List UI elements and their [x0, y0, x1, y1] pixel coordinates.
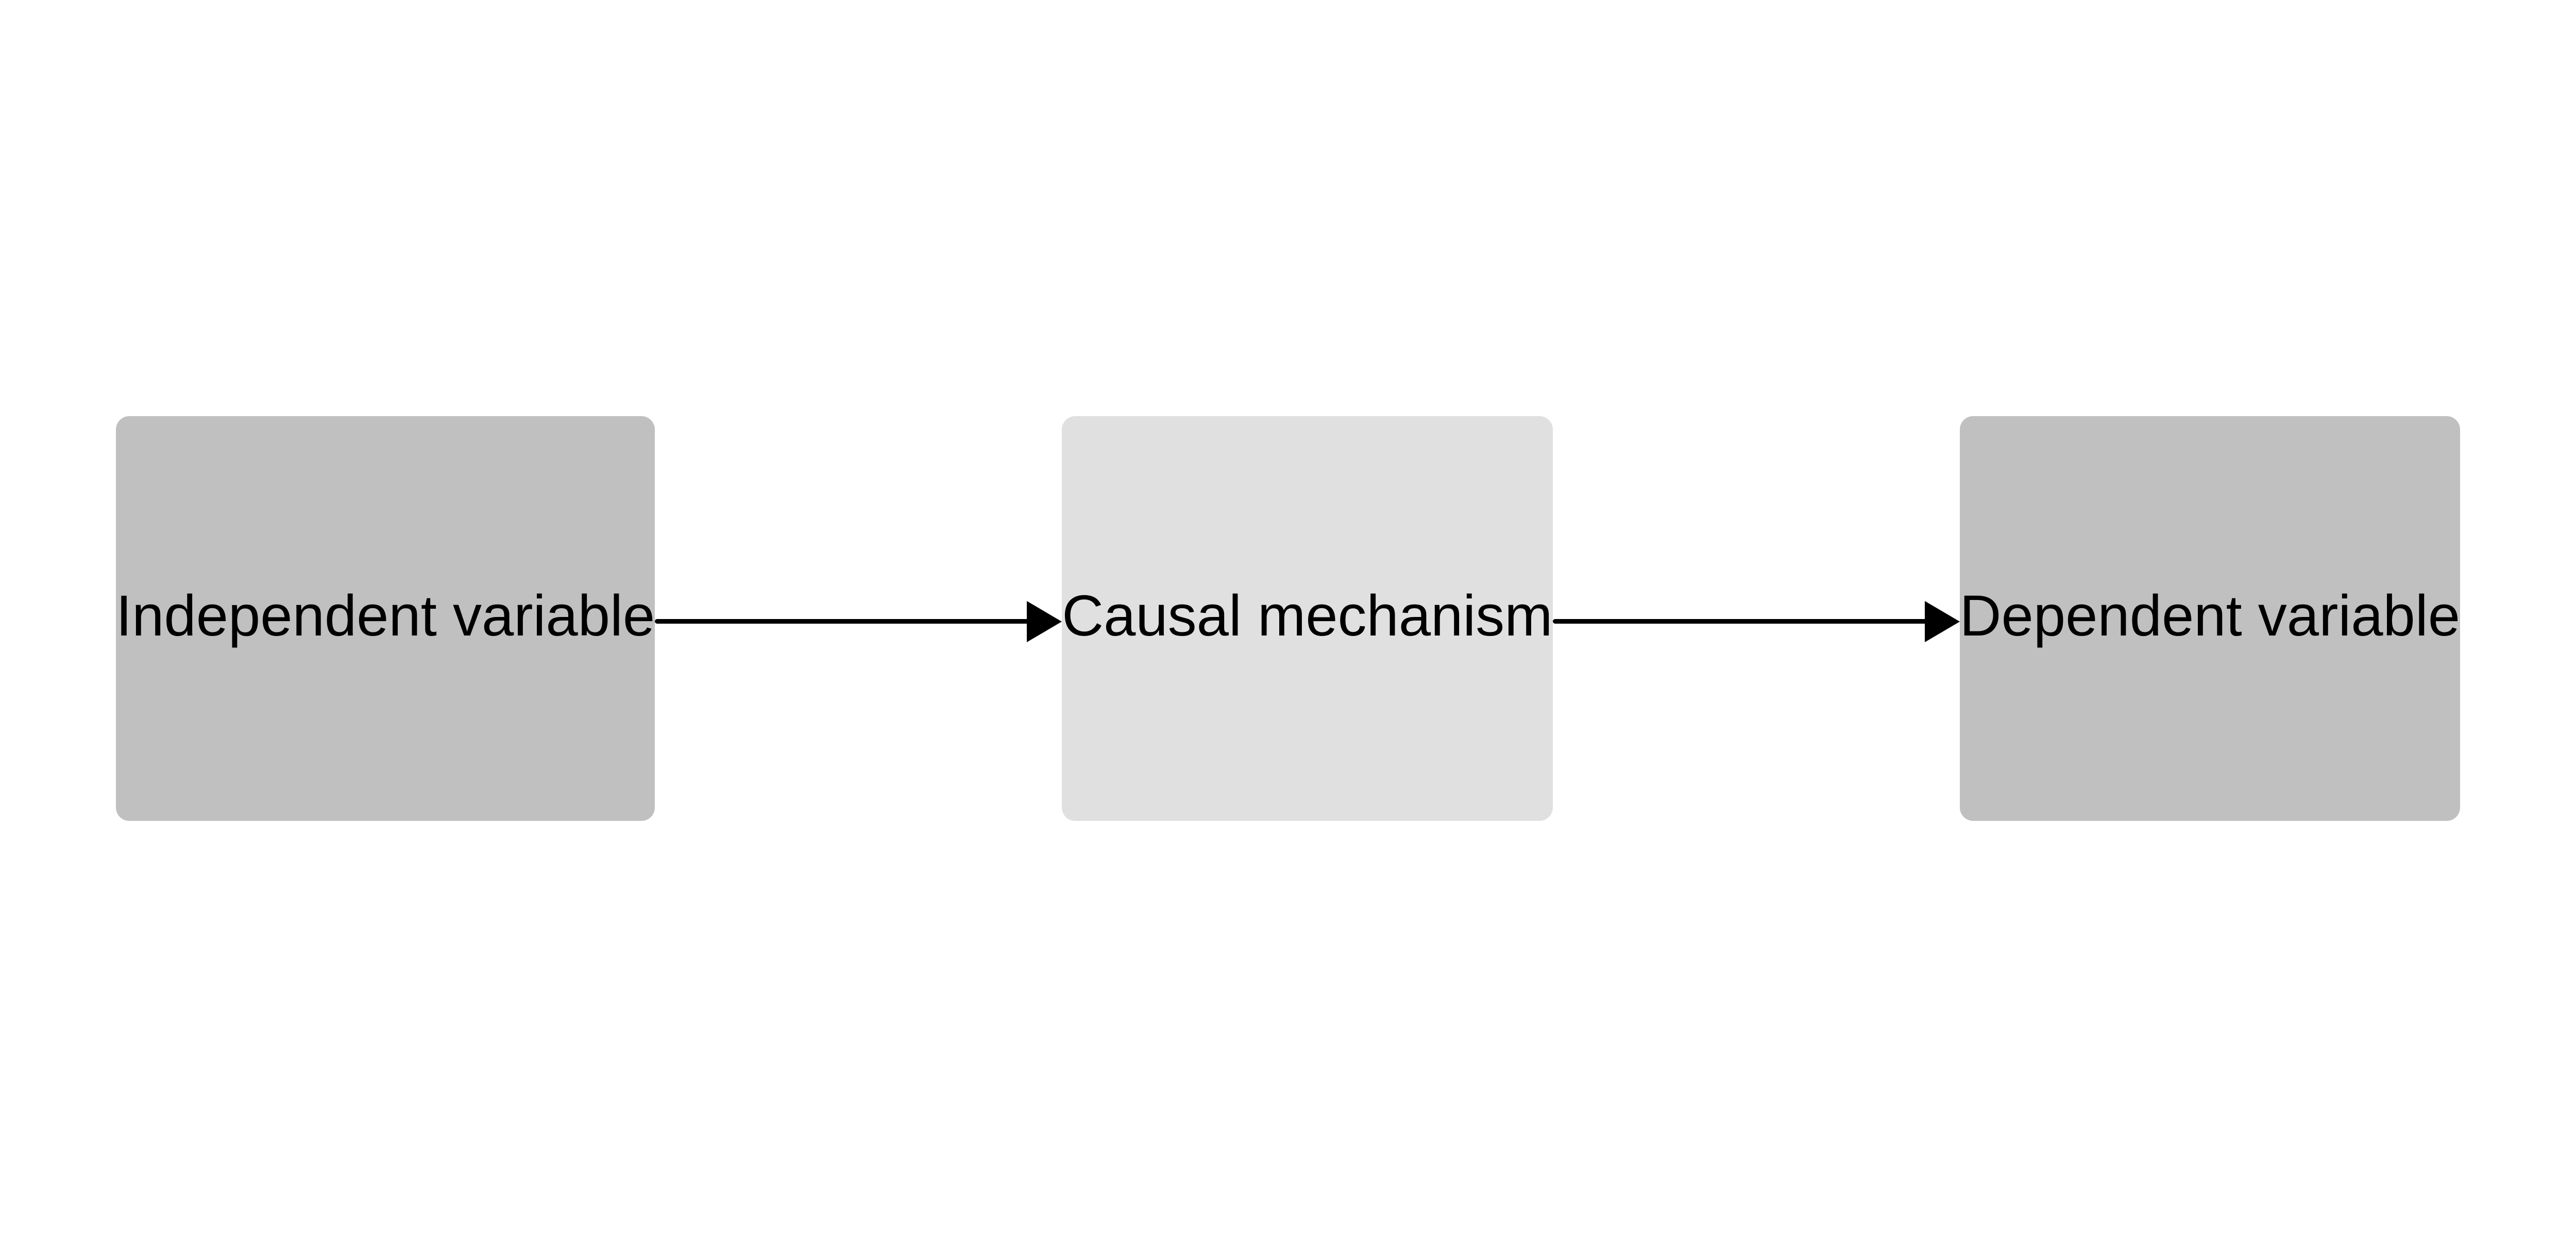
node-dependent-variable: Dependent variable [1959, 416, 2461, 821]
node-causal-mechanism: Causal mechanism [1062, 416, 1553, 821]
edge-mechanism-to-dependent [1552, 598, 1960, 645]
edge-independent-to-mechanism [655, 598, 1062, 645]
node-independent-variable: Independent variable [116, 416, 655, 821]
arrow-line [1552, 619, 1929, 624]
arrowhead-icon [1924, 601, 1960, 642]
arrow-line [655, 619, 1031, 624]
arrowhead-icon [1027, 601, 1062, 642]
node-label: Causal mechanism [1062, 583, 1553, 648]
node-label: Independent variable [116, 583, 655, 648]
diagram-row: Independent variable Causal mechanism De… [0, 416, 2576, 821]
node-label: Dependent variable [1959, 583, 2461, 648]
